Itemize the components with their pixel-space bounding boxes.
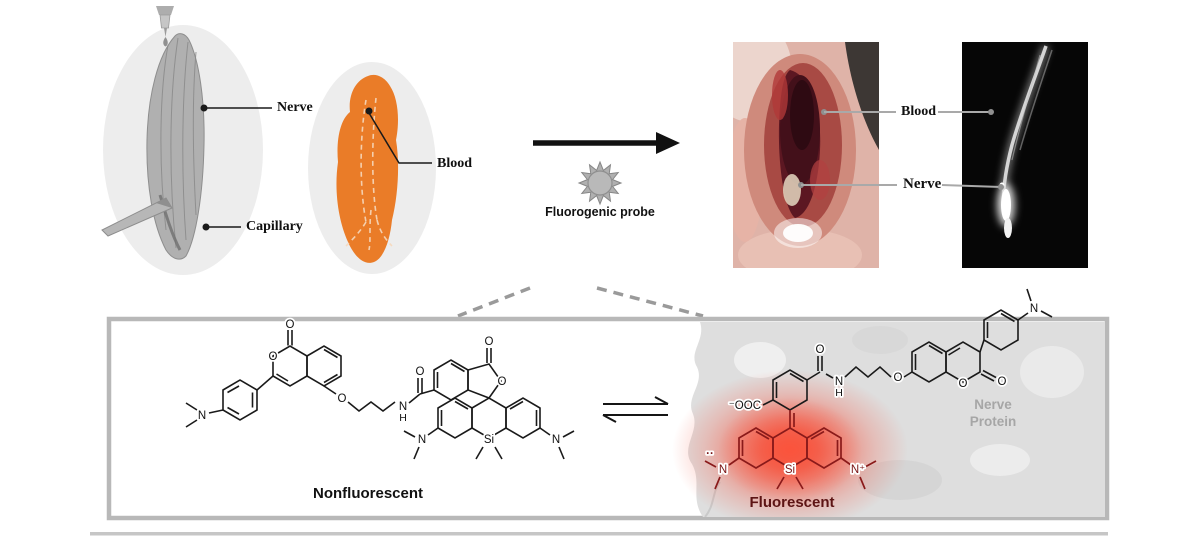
blood-blob-label: Blood bbox=[437, 156, 473, 171]
left-atom-amide-n: N bbox=[399, 401, 407, 413]
fluorescent-structure-bonds-red bbox=[704, 410, 877, 490]
left-atom-n-dimethylamino: N bbox=[198, 410, 206, 422]
nerve-protein-line1: Nerve bbox=[974, 397, 1012, 412]
blood-blob-shape bbox=[336, 74, 399, 263]
left-atom-amide-h: H bbox=[399, 412, 407, 424]
nonfluorescent-structure-atoms: N O O O N H O O O N Si N bbox=[196, 317, 562, 448]
photo-blood-label: Blood bbox=[901, 104, 937, 119]
nonfluorescent-label: Nonfluorescent bbox=[312, 485, 424, 502]
capillary-label: Capillary bbox=[246, 219, 303, 234]
left-atom-o-amide-carbonyl: O bbox=[416, 366, 425, 378]
fluorogenic-probe-icon bbox=[577, 160, 623, 206]
right-atom-carboxylate: ⁻OOC bbox=[729, 400, 761, 412]
fluorescent-structure-atoms: ⁻OOC O N H O O O N ·· N Si N⁺ bbox=[704, 301, 1039, 478]
nerve-label: Nerve bbox=[277, 100, 313, 115]
right-atom-o-coumarin-carbonyl: O bbox=[998, 376, 1007, 388]
left-atom-o-lactone-ring: O bbox=[498, 376, 507, 388]
reaction-arrow bbox=[533, 132, 680, 154]
right-atom-n-dimethylamino: N bbox=[1030, 303, 1038, 315]
fluorescent-structure-bonds-black bbox=[762, 288, 1053, 411]
right-atom-amide-h: H bbox=[835, 387, 843, 399]
right-atom-si: Si bbox=[785, 464, 795, 476]
fluorogenic-probe-label: Fluorogenic probe bbox=[545, 205, 655, 219]
left-atom-o-lactone-carbonyl: O bbox=[485, 336, 494, 348]
left-atom-n-left: N bbox=[418, 434, 426, 446]
bottom-shadow-line bbox=[90, 532, 1108, 536]
right-atom-n-iminium: N⁺ bbox=[851, 464, 865, 476]
right-atom-n-left: N bbox=[719, 464, 727, 476]
nonfluorescent-structure-bonds bbox=[185, 330, 575, 460]
fluorescence-photo bbox=[962, 42, 1088, 268]
blood-covered-illustration bbox=[308, 62, 436, 274]
zoom-dashed-connectors bbox=[457, 286, 704, 318]
left-atom-o-coumarin-carbonyl: O bbox=[286, 319, 295, 331]
nerve-leader bbox=[200, 104, 272, 112]
left-atom-si: Si bbox=[484, 434, 494, 446]
right-atom-o-amide-carbonyl: O bbox=[816, 344, 825, 356]
dropper-icon bbox=[156, 6, 174, 47]
left-atom-o-coumarin-ring: O bbox=[269, 351, 278, 363]
right-atom-o-coumarin-ring: O bbox=[959, 378, 968, 390]
equilibrium-arrows bbox=[602, 396, 669, 423]
photo-nerve-label: Nerve bbox=[903, 176, 942, 192]
nerve-protein-line2: Protein bbox=[969, 414, 1017, 429]
photo-leaders bbox=[798, 109, 1004, 190]
scalpel-icon bbox=[101, 197, 173, 237]
blood-leader bbox=[365, 107, 432, 164]
right-atom-lone-pair: ·· bbox=[706, 448, 714, 460]
dissection-illustration bbox=[101, 6, 272, 275]
left-atom-n-right: N bbox=[552, 434, 560, 446]
surgical-photo bbox=[733, 42, 879, 268]
nerve-protein-label: Nerve Protein bbox=[970, 396, 1017, 430]
left-atom-o-ether: O bbox=[338, 393, 347, 405]
capillary-leader bbox=[202, 223, 241, 231]
right-atom-o-ether: O bbox=[894, 372, 903, 384]
mechanism-box-content-bg bbox=[672, 322, 1105, 517]
fluorescent-label: Fluorescent bbox=[749, 494, 835, 511]
red-glow-inner bbox=[718, 398, 862, 502]
right-atom-amide-n: N bbox=[835, 376, 843, 388]
hidden-nerve-dashed bbox=[345, 97, 393, 251]
